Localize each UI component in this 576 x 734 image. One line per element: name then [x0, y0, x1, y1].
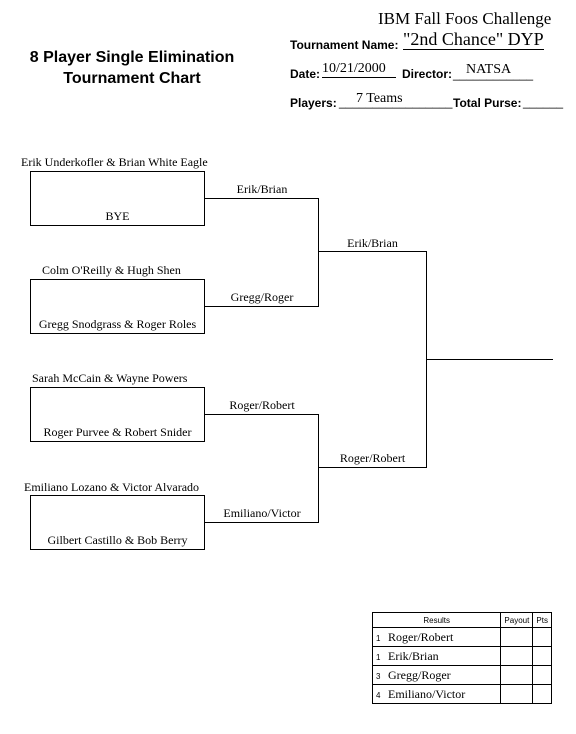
date-label: Date:: [290, 67, 321, 81]
result-team: Erik/Brian: [388, 649, 439, 663]
title-line-2: Tournament Chart: [63, 70, 201, 87]
match1-winner-line: [205, 198, 319, 199]
result-team: Roger/Robert: [388, 630, 454, 644]
payout-cell: [500, 627, 534, 647]
players-label: Players:: [290, 96, 337, 110]
match2-winner: Gregg/Roger: [230, 290, 294, 304]
match1-box: [30, 171, 205, 226]
semi2-winner: Roger/Robert: [339, 451, 406, 465]
semi2-winner-line: [318, 467, 427, 468]
semi2-connector: [318, 414, 319, 523]
result-team: Emiliano/Victor: [388, 687, 466, 701]
table-row: 1 Erik/Brian: [371, 646, 552, 666]
pts-cell: [532, 646, 552, 666]
result-entry: 1 Erik/Brian: [371, 646, 502, 666]
match2-bottom-team: Gregg Snodgrass & Roger Roles: [38, 317, 197, 331]
pts-cell: [532, 665, 552, 685]
tournament-name-label: Tournament Name:: [290, 38, 399, 52]
match4-top-team: Emiliano Lozano & Victor Alvarado: [24, 480, 200, 494]
match2-top-team: Colm O'Reilly & Hugh Shen: [42, 263, 181, 277]
result-rank: 1: [376, 634, 381, 643]
match2-winner-line: [205, 306, 319, 307]
table-row: 4 Emiliano/Victor: [371, 684, 552, 704]
match1-winner: Erik/Brian: [236, 182, 288, 196]
chart-title: 8 Player Single Elimination Tournament C…: [8, 47, 256, 89]
match3-bottom-team: Roger Purvee & Robert Snider: [43, 425, 192, 439]
table-row: 3 Gregg/Roger: [371, 665, 552, 685]
total-purse-blank: ______: [523, 95, 564, 109]
director-label: Director:: [402, 67, 453, 81]
match4-bottom-team: Gilbert Castillo & Bob Berry: [47, 533, 188, 547]
match3-top-team: Sarah McCain & Wayne Powers: [32, 371, 188, 385]
semi1-winner-line: [318, 251, 427, 252]
result-rank: 3: [376, 672, 381, 681]
pts-header: Pts: [532, 612, 552, 628]
match4-winner-line: [205, 522, 319, 523]
results-header: Results: [371, 612, 502, 628]
match2-box: [30, 279, 205, 334]
match4-box: [30, 495, 205, 550]
match4-winner: Emiliano/Victor: [223, 506, 301, 520]
result-entry: 1 Roger/Robert: [371, 627, 502, 647]
payout-cell: [500, 665, 534, 685]
champion-line: [426, 359, 553, 360]
pts-cell: [532, 684, 552, 704]
result-entry: 3 Gregg/Roger: [371, 665, 502, 685]
director-blank: ____________: [453, 67, 534, 81]
match1-bottom-team: BYE: [105, 209, 130, 223]
match3-winner-line: [205, 414, 319, 415]
payout-header: Payout: [500, 612, 534, 628]
director-value: NATSA: [466, 62, 512, 77]
match1-top-team: Erik Underkofler & Brian White Eagle: [21, 155, 208, 169]
result-team: Gregg/Roger: [388, 668, 451, 682]
table-row: 1 Roger/Robert: [371, 627, 552, 647]
result-rank: 1: [376, 653, 381, 662]
players-blank: _________________: [339, 95, 453, 109]
event-name: IBM Fall Foos Challenge: [378, 9, 552, 28]
match3-box: [30, 387, 205, 442]
tournament-name-value: "2nd Chance" DYP: [403, 29, 544, 50]
title-line-1: 8 Player Single Elimination: [29, 49, 235, 66]
semi1-connector: [318, 198, 319, 307]
semi1-winner: Erik/Brian: [347, 236, 398, 250]
players-value: 7 Teams: [356, 91, 403, 106]
total-purse-label: Total Purse:: [453, 96, 522, 110]
result-rank: 4: [376, 691, 381, 700]
results-header-row: Results Payout Pts: [371, 612, 552, 628]
match3-winner: Roger/Robert: [229, 398, 295, 412]
date-value: 10/21/2000: [322, 61, 396, 78]
result-entry: 4 Emiliano/Victor: [371, 684, 502, 704]
payout-cell: [500, 646, 534, 666]
pts-cell: [532, 627, 552, 647]
payout-cell: [500, 684, 534, 704]
